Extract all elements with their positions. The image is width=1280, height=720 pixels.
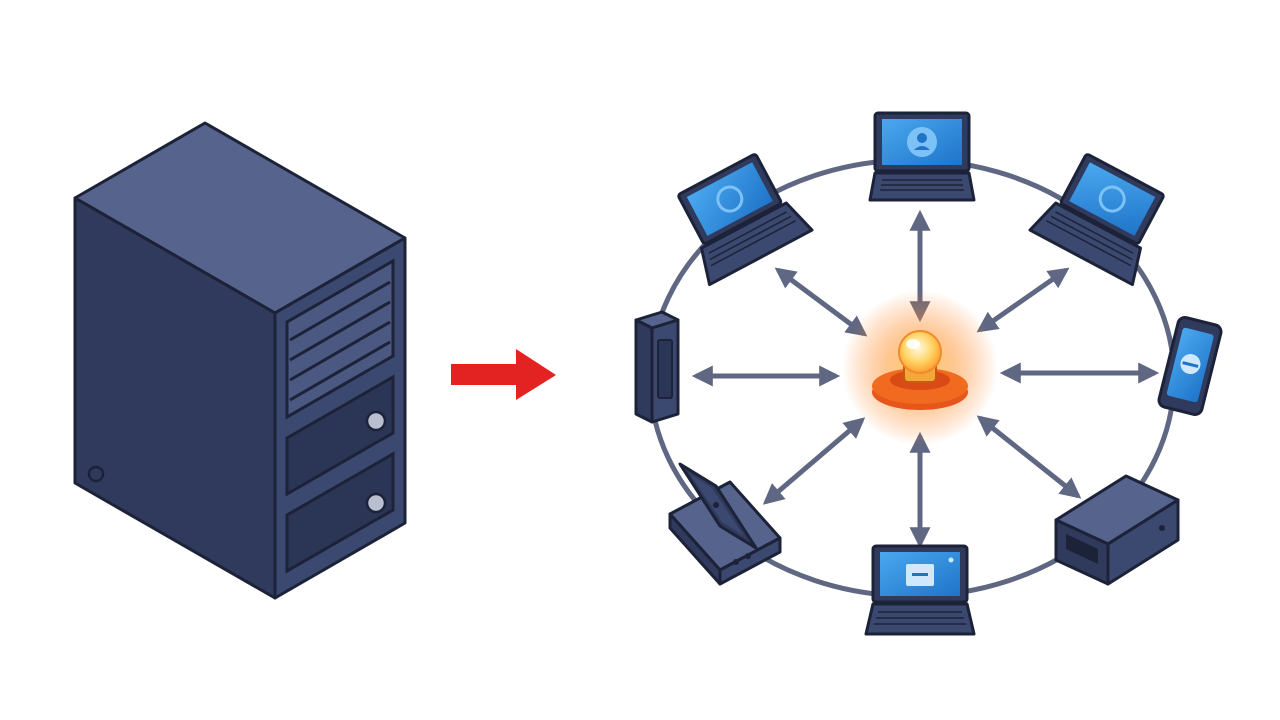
server-vent-icon [285, 258, 395, 420]
laptop-icon [677, 153, 814, 287]
laptop-icon [1028, 153, 1165, 287]
arrow-right-icon [451, 349, 556, 400]
laptop-icon [864, 544, 976, 636]
smartphone-icon [1157, 316, 1223, 416]
drive-bay-icon [285, 451, 395, 574]
docked-tablet-icon [668, 462, 782, 586]
server-tower-icon [73, 121, 407, 600]
drive-bay-icon [285, 374, 395, 497]
bidirectional-arrow-icon [762, 417, 866, 505]
bidirectional-arrow-icon [774, 267, 868, 337]
storage-box-icon [1054, 474, 1180, 586]
bidirectional-arrow-icon [976, 267, 1070, 333]
connection-arrows [691, 209, 1160, 549]
bidirectional-arrow-icon [976, 415, 1082, 499]
router-device-icon [634, 310, 680, 424]
glowing-hub-icon [842, 290, 998, 446]
power-button-icon [87, 465, 105, 483]
laptop-user-icon [868, 111, 976, 202]
